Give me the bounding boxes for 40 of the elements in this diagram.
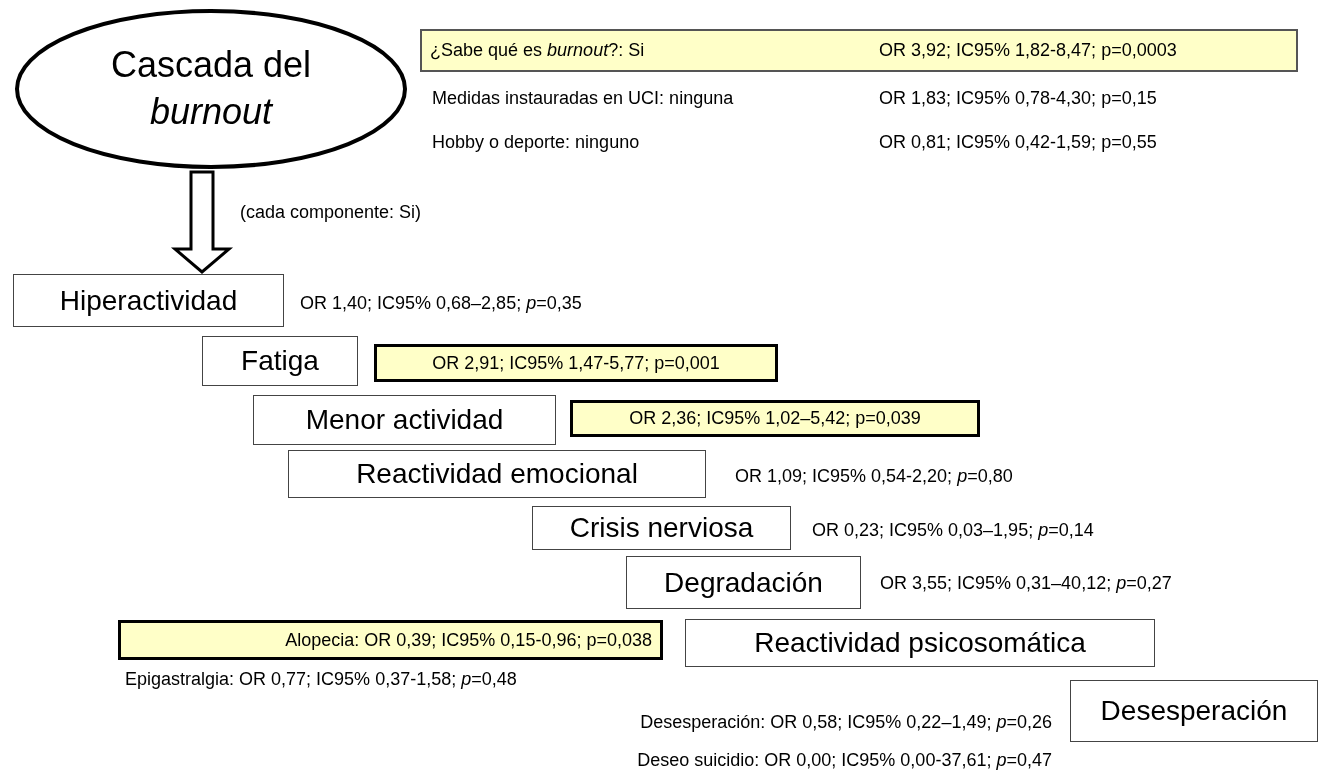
result-text: OR 2,91; IC95% 1,47-5,77; p=0,001 xyxy=(432,351,720,375)
result-text: ¿Sabe qué es burnout?: Si xyxy=(430,39,645,62)
stage-box xyxy=(288,450,706,498)
title-text: Cascada del burnout xyxy=(109,43,313,134)
result-text: OR 0,81; IC95% 0,42-1,59; p=0,55 xyxy=(879,131,1157,152)
result-text: OR 3,55; IC95% 0,31–40,12; p=0,27 xyxy=(880,572,1172,593)
highlighted-result-box xyxy=(118,620,663,660)
result-text: Epigastralgia: OR 0,77; IC95% 0,37-1,58; p=0,48 xyxy=(125,668,517,689)
result-text: OR 1,83; IC95% 0,78-4,30; p=0,15 xyxy=(879,87,1157,108)
highlighted-result-box xyxy=(374,344,778,382)
result-text: OR 2,36; IC95% 1,02–5,42; p=0,039 xyxy=(629,407,921,430)
stage-box xyxy=(626,556,861,609)
stage-box xyxy=(532,506,791,550)
result-text: Alopecia: OR 0,39; IC95% 0,15-0,96; p=0,038 xyxy=(285,628,652,652)
stage-label: Reactividad psicosomática xyxy=(754,626,1086,660)
stage-box xyxy=(13,274,284,327)
stage-label: Desesperación xyxy=(1100,694,1288,728)
result-text: Deseo suicidio: OR 0,00; IC95% 0,00-37,61; p=0,47 xyxy=(637,749,1052,770)
result-text: Hobby o deporte: ninguno xyxy=(432,131,640,152)
stage-label: Reactividad emocional xyxy=(356,457,638,491)
result-text: OR 3,92; IC95% 1,82-8,47; p=0,0003 xyxy=(879,39,1177,62)
stage-label: Fatiga xyxy=(241,344,319,378)
stage-box xyxy=(1070,680,1318,742)
stage-box xyxy=(202,336,358,386)
highlighted-result-box xyxy=(570,400,980,437)
stage-label: Menor actividad xyxy=(305,403,504,437)
block-arrow xyxy=(170,170,234,274)
result-text: Desesperación: OR 0,58; IC95% 0,22–1,49; p=0,26 xyxy=(640,711,1052,732)
stage-label: Degradación xyxy=(664,565,823,600)
result-text: Medidas instauradas en UCI: ninguna xyxy=(432,87,734,108)
stage-label: Hiperactividad xyxy=(59,283,238,318)
stage-box xyxy=(685,619,1155,667)
result-text: OR 0,23; IC95% 0,03–1,95; p=0,14 xyxy=(812,519,1094,540)
title-ellipse xyxy=(14,8,408,170)
highlighted-result-box xyxy=(420,29,1298,72)
stage-label: Crisis nerviosa xyxy=(569,511,754,545)
stage-box xyxy=(253,395,556,445)
result-text: OR 1,40; IC95% 0,68–2,85; p=0,35 xyxy=(300,292,582,313)
edge-label: (cada componente: Si) xyxy=(240,201,422,222)
result-text: OR 1,09; IC95% 0,54-2,20; p=0,80 xyxy=(735,465,1013,486)
